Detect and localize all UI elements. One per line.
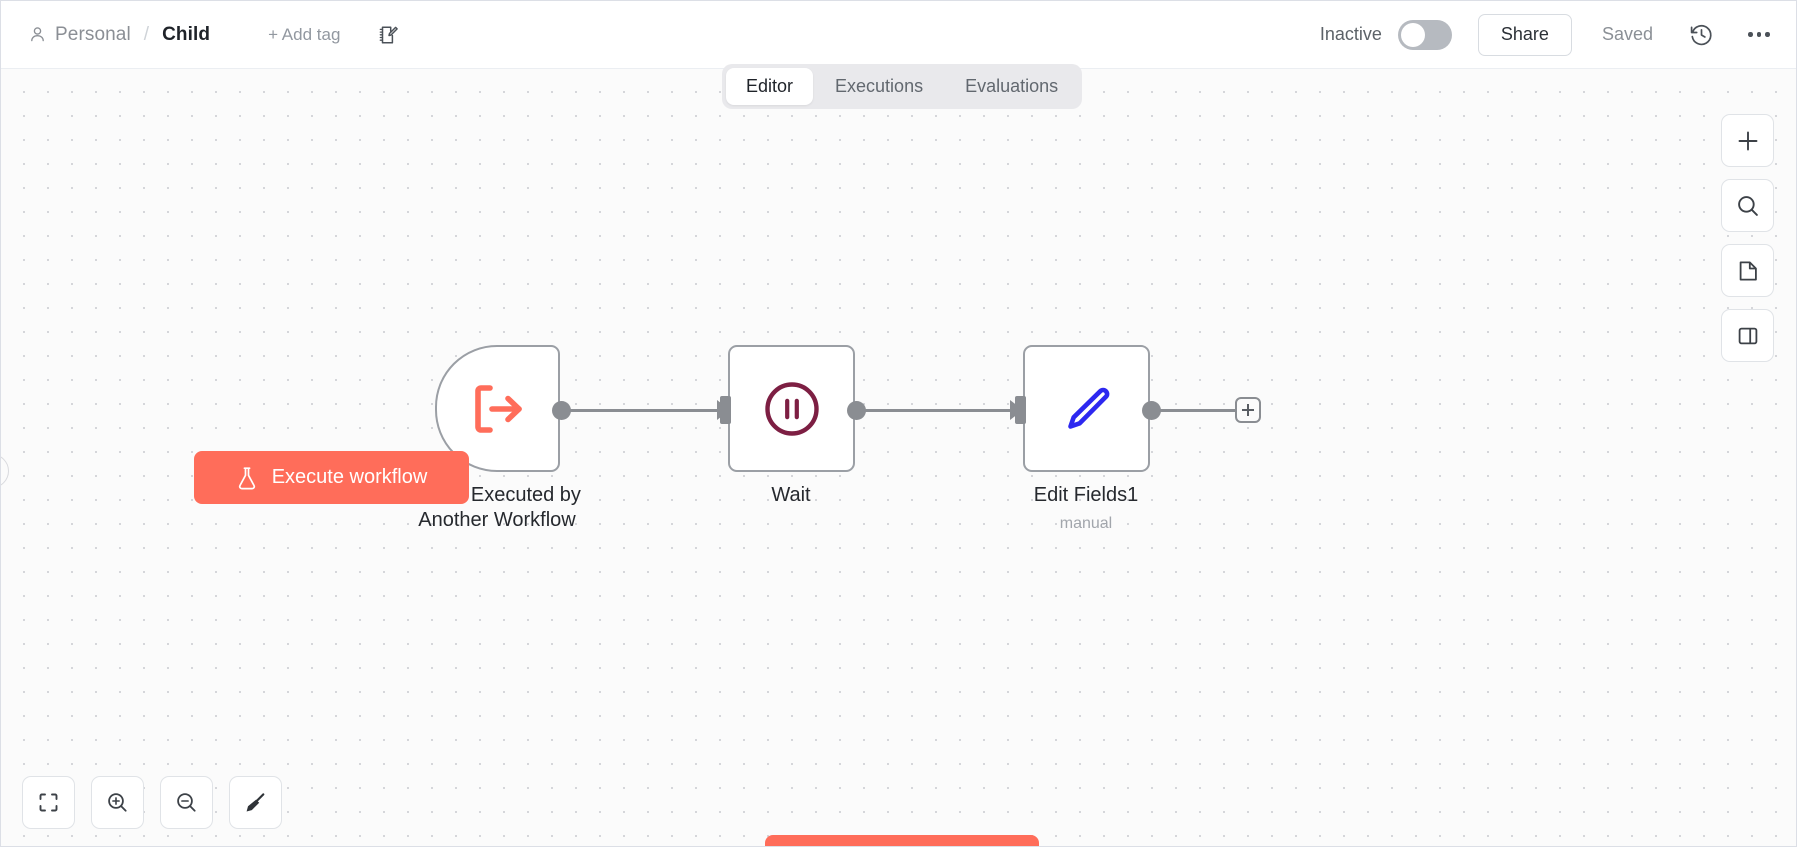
zoom-in-icon	[108, 793, 127, 812]
node-label-wait: Wait	[771, 484, 811, 506]
node-when-executed-by-another-workflow[interactable]	[435, 345, 571, 472]
node-subtitle-edit-fields1: manual	[1059, 515, 1113, 532]
search-nodes-button[interactable]	[1721, 179, 1774, 232]
notepad-edit-icon[interactable]	[377, 24, 399, 46]
breadcrumb-project[interactable]: Personal	[55, 23, 131, 45]
sticky-note-icon	[1739, 261, 1757, 280]
person-icon	[29, 26, 46, 43]
zoom-out-button[interactable]	[160, 776, 213, 829]
more-options-icon[interactable]	[1746, 22, 1772, 48]
dot	[1748, 32, 1753, 37]
breadcrumb-separator: /	[143, 23, 150, 45]
node-edit-fields1[interactable]	[1015, 345, 1161, 472]
add-sticky-note-button[interactable]	[1721, 244, 1774, 297]
pause-circle-icon	[764, 381, 819, 436]
canvas-toolbar-right	[1721, 114, 1774, 362]
execute-workflow-button-pinned[interactable]: Execute workflow	[194, 451, 469, 504]
input-port[interactable]	[720, 396, 731, 424]
broom-icon	[246, 793, 265, 812]
activation-toggle[interactable]	[1397, 19, 1452, 50]
tab-executions[interactable]: Executions	[835, 76, 924, 96]
execute-sub-workflow-icon	[474, 384, 522, 433]
add-tag-button[interactable]: + Add tag	[268, 24, 341, 44]
search-icon	[1737, 195, 1758, 216]
node-wait[interactable]	[720, 345, 866, 472]
save-status-label: Saved	[1601, 24, 1653, 44]
tab-evaluations[interactable]: Evaluations	[965, 76, 1059, 96]
execute-workflow-button-bottom[interactable]: Execute workflow	[765, 835, 1039, 846]
toggle-knob	[1400, 22, 1425, 47]
pen-icon	[1067, 387, 1109, 429]
history-clock-icon[interactable]	[1689, 22, 1714, 47]
activation-state-label: Inactive	[1319, 24, 1382, 44]
toggle-side-panel-button[interactable]	[1721, 309, 1774, 362]
input-port[interactable]	[1015, 396, 1026, 424]
zoom-out-icon	[177, 793, 196, 812]
share-button[interactable]: Share	[1477, 13, 1572, 56]
app-header: Personal / Child + Add tag Inactive Shar…	[1, 1, 1796, 69]
page-title[interactable]: Child	[162, 23, 211, 45]
output-port[interactable]	[552, 401, 571, 420]
header-actions: Inactive Share Saved	[1319, 13, 1772, 56]
output-port[interactable]	[847, 401, 866, 420]
zoom-to-fit-icon	[39, 793, 58, 812]
breadcrumb: Personal / Child	[29, 24, 210, 46]
dot	[1756, 32, 1762, 37]
dot	[1765, 32, 1770, 37]
workflow-canvas[interactable]: When Executed by Another Workflow Wait	[1, 69, 1796, 846]
view-tabs: Editor Executions Evaluations	[722, 64, 1083, 109]
tidy-up-button[interactable]	[229, 776, 282, 829]
tab-editor[interactable]: Editor	[726, 68, 814, 105]
canvas-toolbar-bottom	[22, 776, 282, 829]
add-node-stub-button[interactable]	[1235, 397, 1261, 423]
panel-toggle-icon	[1738, 327, 1757, 344]
connection-trigger-wait[interactable]	[567, 408, 729, 412]
zoom-to-fit-button[interactable]	[22, 776, 75, 829]
output-port[interactable]	[1142, 401, 1161, 420]
zoom-in-button[interactable]	[91, 776, 144, 829]
flask-icon	[238, 466, 255, 489]
plus-icon	[1738, 131, 1757, 150]
node-label-edit-fields1: Edit Fields1	[1033, 484, 1139, 506]
add-node-button[interactable]	[1721, 114, 1774, 167]
execute-workflow-label: Execute workflow	[271, 466, 428, 488]
connection-set-stub	[1153, 408, 1236, 412]
connection-wait-set[interactable]	[860, 408, 1022, 412]
